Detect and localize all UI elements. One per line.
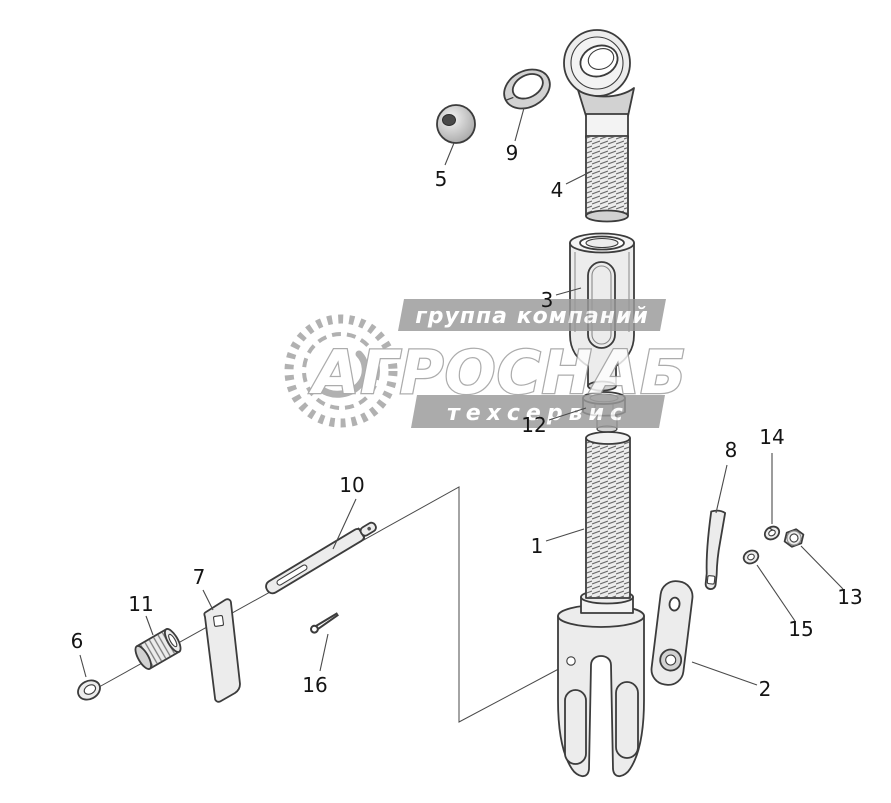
leader-line-4 (565, 170, 593, 185)
leader-line-3 (555, 287, 582, 296)
part-8-lever (704, 509, 727, 590)
part-label-1: 1 (531, 534, 544, 558)
leader-line-13 (800, 545, 844, 590)
leader-line-9 (514, 107, 525, 142)
part-label-2: 2 (759, 677, 772, 701)
fork-screw-threads (587, 439, 629, 597)
watermark-group-text: группа компаний (415, 304, 649, 329)
leader-line-7 (202, 589, 214, 611)
part-label-9: 9 (506, 141, 519, 165)
lever-square-hole (706, 575, 716, 585)
leader-line-15 (756, 564, 796, 622)
part-5-ball-cap (436, 104, 476, 144)
part-label-11: 11 (128, 592, 153, 616)
assembly-axis-line (89, 486, 569, 723)
leader-line-1 (545, 528, 585, 542)
leader-line-10 (332, 498, 357, 550)
part-label-10: 10 (339, 473, 364, 497)
lock-plate-hole (212, 614, 225, 627)
watermark-logo (284, 314, 398, 428)
watermark: группа компаний АГРОСНАБ техсервис (284, 299, 687, 428)
part-13-nut (783, 528, 805, 548)
part-6-ring (77, 679, 101, 701)
leader-line-5 (444, 142, 455, 166)
part-2-link-plate (650, 580, 694, 686)
link-plate-bottom-hole (665, 654, 677, 666)
part-9-clamp-ring (503, 68, 551, 110)
fork-left-slot (564, 689, 587, 765)
part-15-washer (742, 549, 760, 565)
part-label-8: 8 (725, 438, 738, 462)
link-plate-top-hole (668, 596, 681, 612)
pin-slot (276, 564, 308, 586)
ball-cap-hole (442, 114, 456, 126)
part-label-7: 7 (193, 565, 206, 589)
leader-line-6 (79, 654, 87, 678)
part-14-spring-washer (763, 525, 781, 541)
part-16-cotter-pin (310, 612, 339, 634)
part-label-4: 4 (551, 178, 564, 202)
part-label-16: 16 (302, 673, 327, 697)
leader-line-2 (691, 661, 758, 686)
part-label-15: 15 (788, 617, 813, 641)
leader-lines (79, 107, 844, 686)
watermark-bottom-bar (411, 395, 665, 428)
part-11-bushing (134, 628, 182, 670)
fork-pin-hole (566, 656, 576, 666)
part-labels: 5 9 4 3 12 1 10 16 7 11 6 8 14 13 15 2 (71, 141, 863, 701)
leader-line-12 (548, 407, 587, 421)
part-7-lock-plate (203, 598, 241, 703)
part-label-12: 12 (521, 413, 546, 437)
watermark-top-bar (398, 299, 666, 331)
part-label-14: 14 (759, 425, 784, 449)
part-label-5: 5 (435, 167, 448, 191)
part-label-3: 3 (541, 288, 554, 312)
part-label-13: 13 (837, 585, 862, 609)
part-10-pin (265, 521, 377, 595)
leader-line-11 (145, 615, 154, 636)
fork-right-slot (615, 681, 639, 759)
part-label-6: 6 (71, 629, 84, 653)
pin-tip-hole (367, 526, 371, 531)
leader-line-8 (715, 464, 728, 514)
part-4-rod-end (563, 29, 635, 223)
part-1-fork-screw (557, 431, 645, 778)
leader-line-16 (319, 633, 329, 672)
rod-end-threads (587, 137, 627, 215)
watermark-service-text: техсервис (447, 401, 629, 426)
